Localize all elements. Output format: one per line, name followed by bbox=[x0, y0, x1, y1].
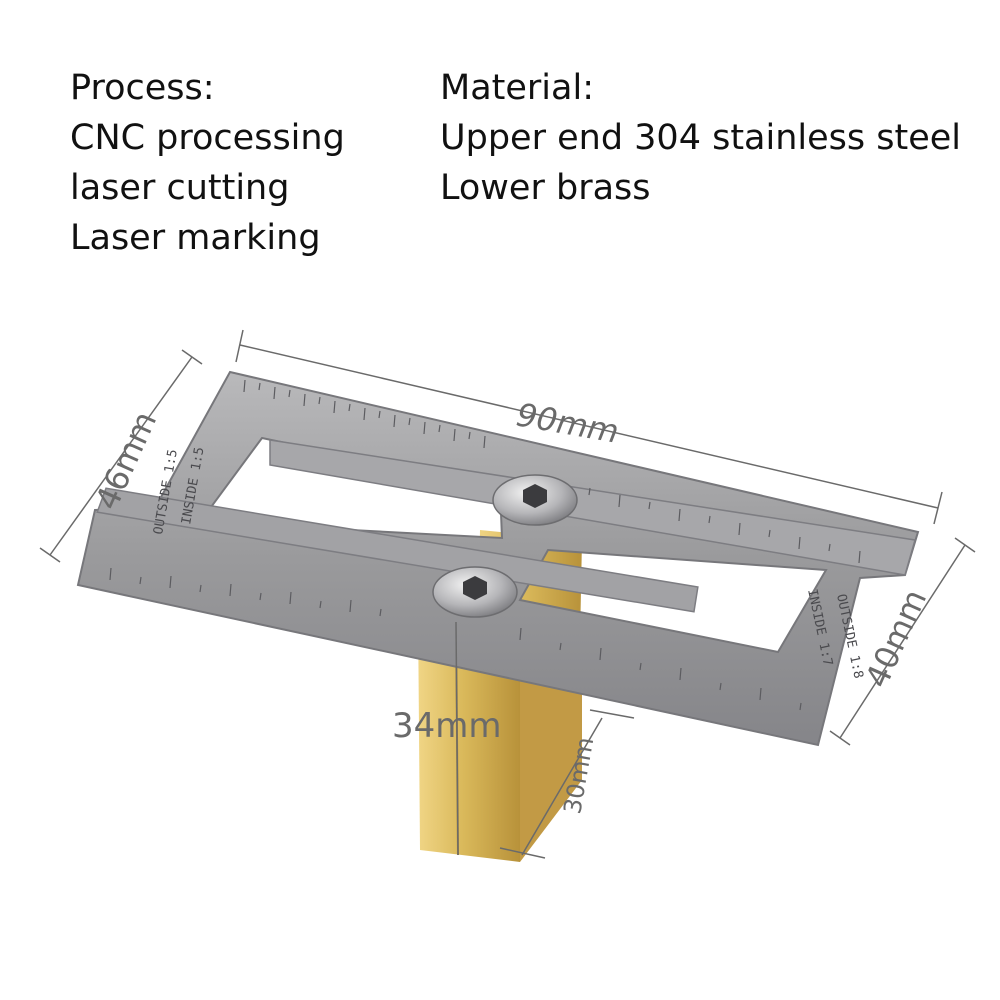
material-line-lower: Lower brass bbox=[440, 168, 651, 208]
process-heading: Process: bbox=[70, 68, 215, 108]
process-line-cnc: CNC processing bbox=[70, 118, 345, 158]
dimension-lines bbox=[39, 329, 976, 859]
screw-lower bbox=[432, 566, 518, 618]
ruler-ticks-bottom bbox=[109, 567, 802, 711]
process-line-laser-cutting: laser cutting bbox=[70, 168, 290, 208]
screw-upper bbox=[492, 474, 578, 526]
material-line-upper: Upper end 304 stainless steel bbox=[440, 118, 962, 158]
dimension-post-height-label: 34mm bbox=[392, 706, 502, 746]
dimension-right-height-label: 40mm bbox=[858, 584, 935, 694]
dovetail-gauge-steel bbox=[76, 370, 920, 747]
process-spec-block: Process: CNC processing laser cutting La… bbox=[70, 63, 345, 263]
material-spec-block: Material: Upper end 304 stainless steel … bbox=[440, 63, 961, 213]
material-heading: Material: bbox=[440, 68, 594, 108]
process-line-laser-marking: Laser marking bbox=[70, 218, 321, 258]
